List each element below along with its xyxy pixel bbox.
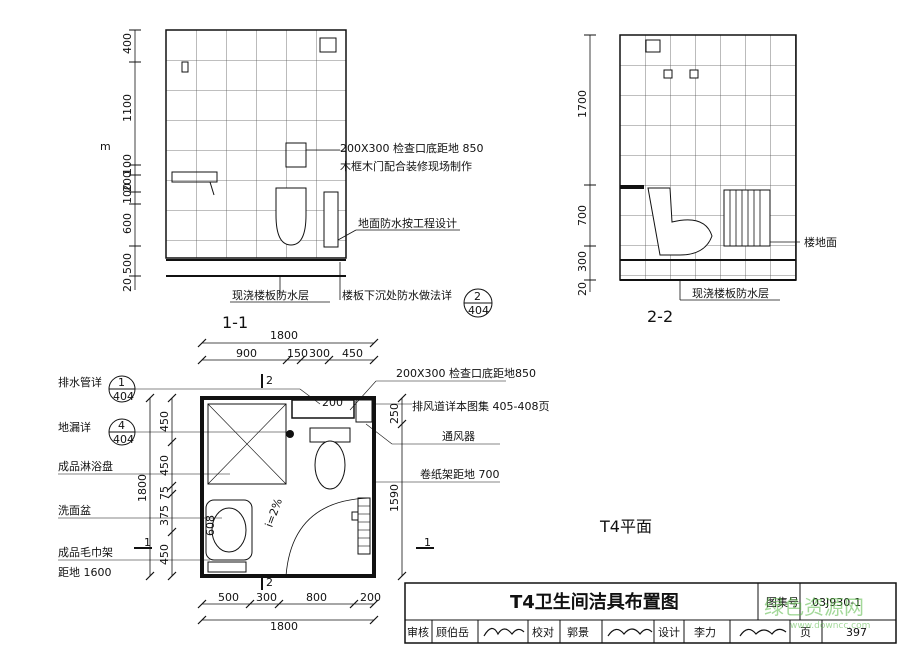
plan-top-150: 150 [287,347,308,360]
plan-towel-rack-label: 成品毛巾架 [58,545,113,559]
plan-bottom-800: 800 [306,591,327,604]
plan-left-total: 1800 [136,474,149,502]
plan-left-375: 375 [158,505,171,526]
s11-ref-bottom: 404 [468,304,489,317]
plan-left-75: 75 [158,486,171,500]
plan-access-door-label: 200X300 检查口底距地850 [396,366,536,380]
s11-dim-600: 600 [121,213,134,234]
atlas-number: 03J930-1 [812,596,861,609]
designer-signature [739,628,787,637]
watermark-url: www.downcc.com [790,621,870,631]
checker-name: 郭景 [567,626,589,639]
plan-bottom-200: 200 [360,591,381,604]
design-label: 设计 [658,626,680,639]
plan-top-total: 1800 [270,329,298,342]
s11-dim-100b: 100 [121,183,134,204]
s11-caption: 1-1 [222,313,248,332]
s22-dim-700: 700 [576,205,589,226]
title-block: T4卫生间洁具布置图 图集号 03J930-1 审核 顾伯岳 校对 郭景 设计 … [404,582,897,644]
plan-right-250: 250 [388,403,401,424]
plan-section-mark-1-right: 1 [424,536,431,549]
s22-caption: 2-2 [647,307,673,326]
plan-top-900: 900 [236,347,257,360]
plan-top-450: 450 [342,347,363,360]
plan-basin-label: 洗面盆 [58,503,91,517]
plan-drain-pipe-ref-bottom: 404 [113,390,134,403]
designer-name: 李力 [694,625,716,639]
plan-vent-label: 通风器 [442,430,475,443]
watermark-text: 绿色资源网 [764,595,864,619]
reviewer-signature [483,627,525,637]
s11-ref-top: 2 [474,290,481,303]
s11-note-access-door-2: 木框木门配合装修现场制作 [340,159,472,173]
plan-section-mark-1-left: 1 [144,536,151,549]
reviewer-name: 顾伯岳 [436,625,469,639]
drawing-title: T4卫生间洁具布置图 [510,591,679,613]
plan-pipe-size: 200 [322,396,343,409]
s11-note-sunken-slab: 楼板下沉处防水做法详 [342,288,452,302]
plan-left-450a: 450 [158,411,171,432]
section-2-2: 1700 700 300 20 楼地面 现浇楼板防水层 2-2 [576,34,837,326]
plan-right-1590: 1590 [388,484,401,512]
plan-floor-drain-label: 地漏详 [58,420,91,434]
s22-dim-300: 300 [576,251,589,272]
plan-floor-drain-ref-top: 4 [118,419,125,432]
page-number: 397 [846,626,867,639]
s11-dim-500: 500 [121,253,134,274]
plan-bottom-total: 1800 [270,620,298,633]
s22-note-floor: 楼地面 [804,235,837,249]
s11-note-cast-slab: 现浇楼板防水层 [232,288,309,302]
s11-tick-mark: m [100,140,111,153]
plan-bottom-300: 300 [256,591,277,604]
atlas-label: 图集号 [766,595,799,609]
plan-bottom-500: 500 [218,591,239,604]
checker-signature [607,628,653,637]
check-label: 校对 [532,625,554,639]
s11-note-access-door-1: 200X300 检查口底距地 850 [340,141,484,155]
s22-dim-20: 20 [576,282,589,296]
s11-dim-100a: 100 [121,154,134,175]
plan-towel-rack-height: 距地 1600 [58,566,112,579]
plan-section-mark-2-top: 2 [266,374,273,387]
plan-t4: 608 i=2% 200 2 2 1 1 1800 900 150 300 45… [58,329,652,633]
plan-drain-pipe-label: 排水管详 [58,375,102,389]
s11-dim-400: 400 [121,33,134,54]
s22-note-cast-slab: 现浇楼板防水层 [692,286,769,300]
section-1-1: 400 1100 100 200 100 600 500 20 m 200X30… [100,29,493,332]
plan-section-mark-2-bottom: 2 [266,576,273,589]
page-label: 页 [800,626,811,639]
plan-caption: T4平面 [599,517,652,536]
plan-paper-holder-label: 卷纸架距地 700 [420,467,500,481]
review-label: 审核 [407,625,429,639]
plan-floor-drain-ref-bottom: 404 [113,433,134,446]
s22-dim-1700: 1700 [576,90,589,118]
s11-dim-1100: 1100 [121,94,134,122]
plan-left-450c: 450 [158,544,171,565]
plan-left-450b: 450 [158,455,171,476]
plan-drain-pipe-ref-top: 1 [118,376,125,389]
plan-shower-tray-label: 成品淋浴盘 [58,459,113,473]
watermark: 绿色资源网 www.downcc.com [764,595,870,631]
s11-dim-200: 200 [121,171,134,192]
plan-exhaust-label: 排风道详本图集 405-408页 [412,399,549,413]
plan-top-300: 300 [309,347,330,360]
s11-note-floor-waterproof: 地面防水按工程设计 [358,216,457,230]
plan-basin-width: 608 [204,515,217,536]
s11-dim-20: 20 [121,278,134,292]
